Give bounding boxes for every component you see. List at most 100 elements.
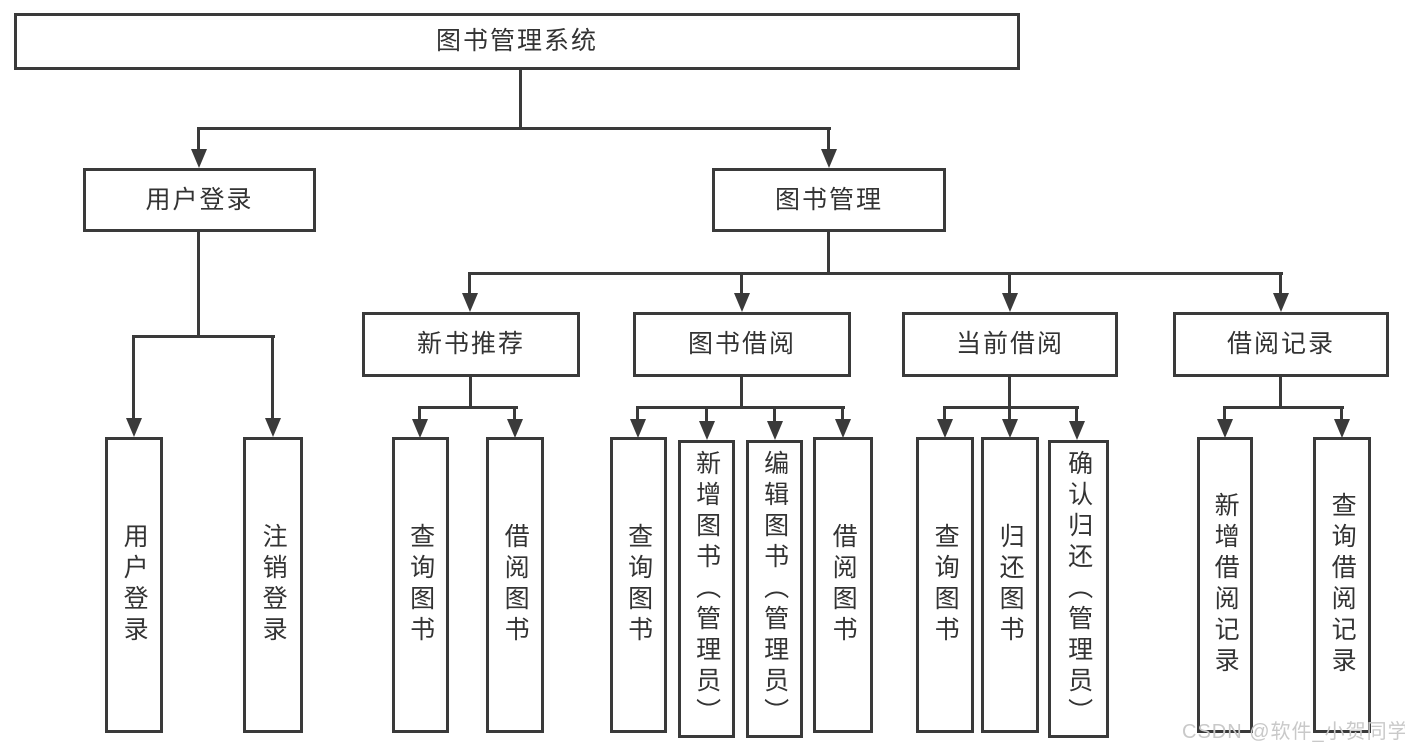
connector-new-book-stem [469,377,472,408]
arrow-stem [271,335,274,419]
arrow-head [699,421,715,440]
leaf-edit-books-admin: 编辑图书（管理员） [746,440,803,738]
arrow-stem [943,406,946,420]
leaf-borrow-books-recommend: 借阅图书 [486,437,544,733]
leaf-user-login: 用户登录 [105,437,163,733]
leaf-add-borrow-record: 新增借阅记录 [1197,437,1253,733]
leaf-add-borrow-record-label: 新增借阅记录 [1211,492,1240,678]
arrow-head [1273,293,1289,312]
node-borrowing-records: 借阅记录 [1173,312,1389,377]
leaf-query-books-borrowing: 查询图书 [610,437,667,733]
connector-root-horizontal [198,127,831,130]
node-book-borrowing-label: 图书借阅 [687,330,796,358]
connector-book-borrowing-horizontal [636,406,845,409]
leaf-return-books-label: 归还图书 [996,523,1025,647]
arrow-stem [636,406,639,420]
arrow-head [821,149,837,168]
arrow-head [507,419,523,438]
node-book-borrowing: 图书借阅 [633,312,851,377]
arrow-down-icon [1217,406,1233,438]
arrow-down-icon [265,335,281,437]
leaf-query-borrow-record: 查询借阅记录 [1313,437,1371,733]
arrow-head [835,419,851,438]
connector-new-book-horizontal [418,406,518,409]
leaf-query-books-recommend-label: 查询图书 [406,523,435,647]
leaf-query-books-current: 查询图书 [916,437,974,733]
arrow-stem [1279,272,1282,294]
connector-root-stem [519,70,522,130]
connector-borrowing-records-horizontal [1223,406,1344,409]
leaf-add-books-admin-label: 新增图书（管理员） [692,449,721,729]
connector-user-login-stem [197,232,200,338]
arrow-stem [841,406,844,420]
node-root-system-label: 图书管理系统 [435,27,598,55]
leaf-query-books-recommend: 查询图书 [392,437,449,733]
arrow-head [1002,293,1018,312]
leaf-borrow-books-recommend-label: 借阅图书 [501,523,530,647]
leaf-query-borrow-record-label: 查询借阅记录 [1328,492,1357,678]
arrow-head [767,421,783,440]
arrow-stem [468,272,471,294]
leaf-confirm-return-admin-label: 确认归还（管理员） [1064,449,1093,729]
arrow-down-icon [937,406,953,438]
node-book-management: 图书管理 [712,168,946,232]
arrow-down-icon [630,406,646,438]
leaf-edit-books-admin-label: 编辑图书（管理员） [760,449,789,729]
leaf-query-books-borrowing-label: 查询图书 [624,523,653,647]
arrow-down-icon [1002,406,1018,438]
connector-book-management-stem [827,232,830,275]
arrow-down-icon [1334,406,1350,438]
arrow-down-icon [835,406,851,438]
arrow-stem [773,406,776,422]
leaf-borrow-books-borrowing-label: 借阅图书 [829,523,858,647]
arrow-stem [197,127,200,150]
arrow-stem [827,127,830,150]
node-book-management-label: 图书管理 [774,185,883,214]
arrow-stem [1008,272,1011,294]
leaf-logout-login-label: 注销登录 [259,523,288,647]
arrow-head [734,293,750,312]
arrow-down-icon [734,272,750,312]
node-current-borrowing: 当前借阅 [902,312,1118,377]
arrow-stem [1223,406,1226,420]
arrow-head [1334,419,1350,438]
leaf-return-books: 归还图书 [981,437,1039,733]
arrow-down-icon [699,406,715,440]
arrow-head [1069,421,1085,440]
arrow-head [265,418,281,437]
leaf-query-books-current-label: 查询图书 [931,523,960,647]
connector-borrowing-records-stem [1279,377,1282,408]
arrow-stem [1008,406,1011,420]
arrow-down-icon [1069,406,1085,440]
arrow-down-icon [462,272,478,312]
arrow-stem [418,406,421,420]
arrow-head [630,419,646,438]
arrow-stem [705,406,708,422]
leaf-add-books-admin: 新增图书（管理员） [678,440,735,738]
leaf-logout-login: 注销登录 [243,437,303,733]
arrow-head [191,149,207,168]
leaf-borrow-books-borrowing: 借阅图书 [813,437,873,733]
arrow-stem [132,335,135,419]
arrow-head [462,293,478,312]
arrow-down-icon [1273,272,1289,312]
connector-book-management-horizontal [469,272,1283,275]
arrow-down-icon [126,335,142,437]
arrow-down-icon [767,406,783,440]
connector-user-login-horizontal [133,335,275,338]
arrow-stem [513,406,516,420]
arrow-down-icon [507,406,523,438]
leaf-confirm-return-admin: 确认归还（管理员） [1048,440,1109,738]
arrow-stem [740,272,743,294]
arrow-down-icon [1002,272,1018,312]
csdn-watermark: CSDN @软件_小贺同学 [1182,721,1405,743]
arrow-down-icon [191,127,207,168]
node-root-system: 图书管理系统 [14,13,1020,70]
arrow-head [126,418,142,437]
connector-current-borrowing-horizontal [943,406,1079,409]
node-user-login-label: 用户登录 [145,185,254,214]
arrow-stem [1340,406,1343,420]
leaf-user-login-label: 用户登录 [120,523,149,647]
arrow-down-icon [821,127,837,168]
